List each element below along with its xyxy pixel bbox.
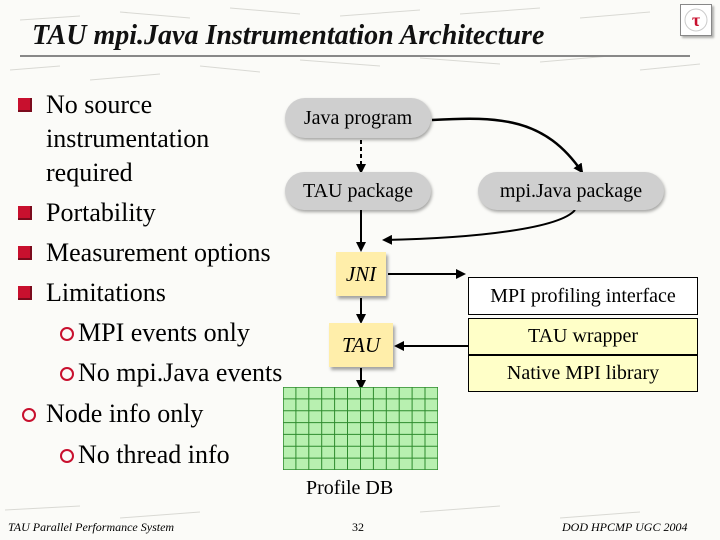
tau-wrapper-node: TAU wrapper — [468, 318, 698, 355]
bullet-text: Portability — [46, 198, 156, 227]
native-mpi-library-node: Native MPI library — [468, 355, 698, 392]
mpi-profiling-interface-node: MPI profiling interface — [468, 277, 698, 315]
bullet-text: MPI events only — [78, 318, 250, 347]
bullet-text: Node info only — [46, 399, 204, 428]
ring-bullet-icon — [22, 408, 36, 422]
bullet-text: Measurement options — [46, 238, 271, 267]
bullet-text: No thread info — [78, 440, 230, 469]
tau-node: TAU — [329, 323, 393, 367]
page-number: 32 — [352, 520, 364, 534]
footer-right: DOD HPCMP UGC 2004 — [562, 520, 688, 534]
ring-bullet-icon — [60, 327, 74, 341]
square-bullet-icon — [18, 246, 32, 260]
ring-bullet-icon — [60, 367, 74, 381]
svg-text:τ: τ — [692, 10, 701, 30]
mpijava-package-node: mpi.Java package — [478, 172, 664, 210]
profile-db-grid-icon — [283, 387, 438, 470]
tau-package-node: TAU package — [285, 172, 431, 210]
bullet-text: required — [46, 158, 133, 187]
arrow-mpijava-to-jni — [382, 209, 576, 245]
bullet-text: No mpi.Java events — [78, 358, 283, 387]
jni-node: JNI — [336, 252, 386, 296]
bullet-text: No source — [46, 90, 153, 119]
tau-logo-icon: τ — [680, 4, 712, 36]
footer-left: TAU Parallel Performance System — [8, 520, 175, 534]
arrow-java-to-mpijava — [431, 117, 584, 174]
java-program-node: Java program — [285, 98, 431, 138]
bullet-text: instrumentation — [46, 124, 210, 153]
ring-bullet-icon — [60, 449, 74, 463]
square-bullet-icon — [18, 98, 32, 112]
square-bullet-icon — [18, 286, 32, 300]
slide-title: TAU mpi.Java Instrumentation Architectur… — [32, 20, 545, 51]
square-bullet-icon — [18, 206, 32, 220]
profile-db-label: Profile DB — [306, 477, 394, 499]
bullet-text: Limitations — [46, 278, 166, 307]
